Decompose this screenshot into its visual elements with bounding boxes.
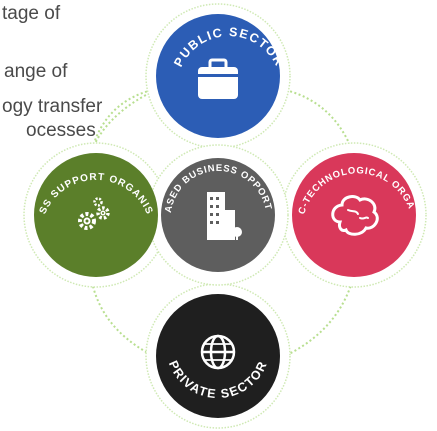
connector-top-right [276, 87, 353, 151]
globe-icon [200, 334, 236, 370]
svg-text:BUSINESS SUPPORT ORGANISATIONS: BUSINESS SUPPORT ORGANISATIONS [0, 0, 155, 217]
background-text-line2: ange of [4, 61, 68, 82]
background-text-line3: ogy transfer [2, 96, 103, 117]
connector-bottom-left [91, 281, 163, 361]
buildings-icon [207, 192, 242, 240]
node-public-sector[interactable]: PUBLIC SECTOR [156, 14, 287, 138]
business-support-label: BUSINESS SUPPORT ORGANISATIONS [0, 0, 154, 217]
scientific-technological-circle [292, 153, 416, 277]
briefcase-icon [198, 58, 238, 99]
background-text-line1: tage of [2, 3, 61, 24]
private-sector-circle [156, 294, 280, 418]
node-private-sector[interactable]: PRIVATE SECTOR [156, 294, 280, 418]
business-support-circle [34, 153, 158, 277]
node-business-support[interactable]: BUSINESS SUPPORT ORGANISATIONS [0, 0, 158, 277]
connector-background-text [91, 94, 147, 151]
brain-icon [331, 195, 379, 236]
gears-icon [78, 197, 110, 230]
background-text-line4: ocesses [26, 120, 96, 141]
